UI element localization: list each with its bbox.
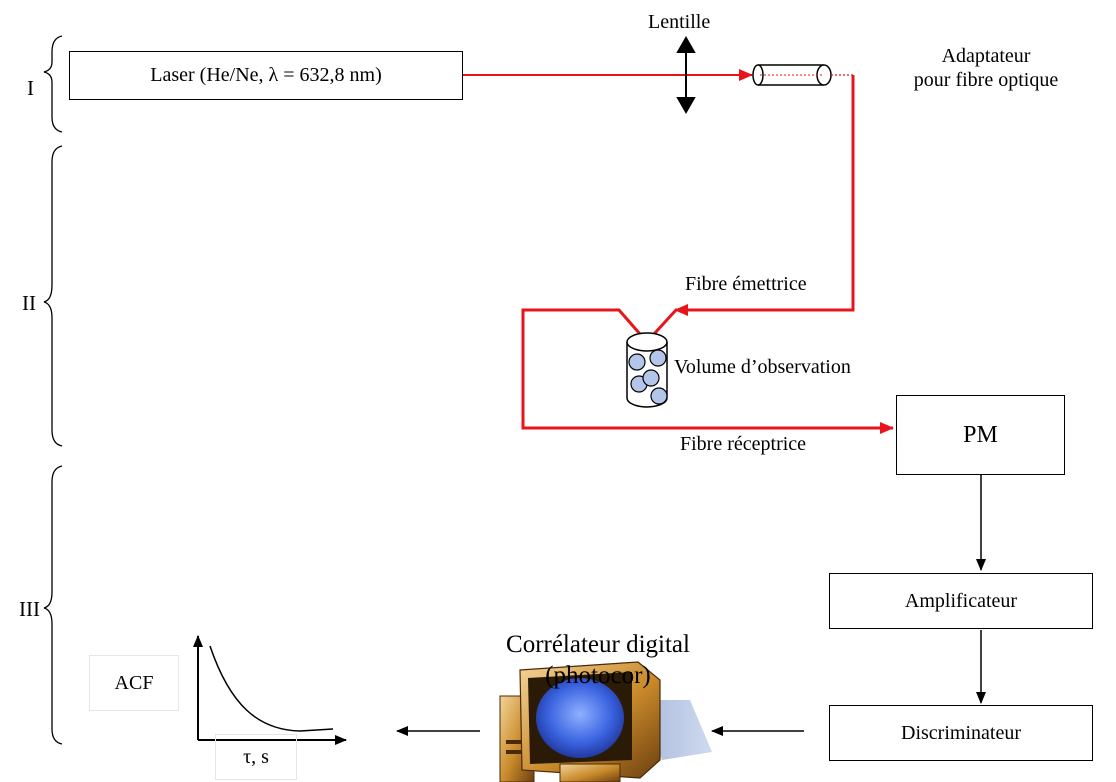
pm-box: PM [896,395,1065,475]
lens-icon [676,35,696,115]
acf-ylabel-box: ACF [89,655,179,711]
adapter-label-line1: Adaptateur [941,45,1031,67]
laser-label: Laser (He/Ne, λ = 632,8 nm) [150,64,382,86]
brace-section-iii [43,465,63,745]
acf-ylabel: ACF [114,671,154,694]
section-label-iii: III [19,597,40,621]
discriminateur-label: Discriminateur [901,721,1021,744]
fibre-emettrice-path [674,75,855,316]
discriminateur-box: Discriminateur [829,705,1093,761]
lens-label: Lentille [648,11,711,33]
observation-volume-label: Volume d’observation [674,356,851,378]
fibre-receptrice-path [521,308,894,434]
correlateur-label: Corrélateur digital (photocor) [458,629,738,691]
acf-plot [193,635,347,745]
section-label-i: I [27,76,34,100]
brace-section-ii [43,145,63,447]
correlateur-label-line2: (photocor) [545,662,651,689]
acf-xlabel: τ, s [243,745,269,768]
amplificateur-box: Amplificateur [829,573,1093,629]
fiber-adapter-icon [752,64,832,86]
adapter-label-line2: pour fibre optique [913,69,1059,91]
fibre-emettrice-tip [652,308,678,336]
brace-section-i [43,35,63,133]
adapter-label: Adaptateur pour fibre optique [876,44,1096,92]
amplificateur-label: Amplificateur [904,589,1018,612]
section-label-ii: II [22,291,36,315]
fibre-receptrice-label: Fibre réceptrice [680,433,807,455]
pm-label: PM [963,421,998,448]
computer-icon [499,661,712,782]
correlateur-label-line1: Corrélateur digital [506,631,690,658]
acf-xlabel-box: τ, s [215,734,297,780]
fibre-emettrice-label: Fibre émettrice [685,273,807,295]
observation-cell-icon [626,332,668,408]
particles-icon [628,349,668,405]
laser-box: Laser (He/Ne, λ = 632,8 nm) [69,51,463,100]
acf-decay-curve [209,645,334,732]
